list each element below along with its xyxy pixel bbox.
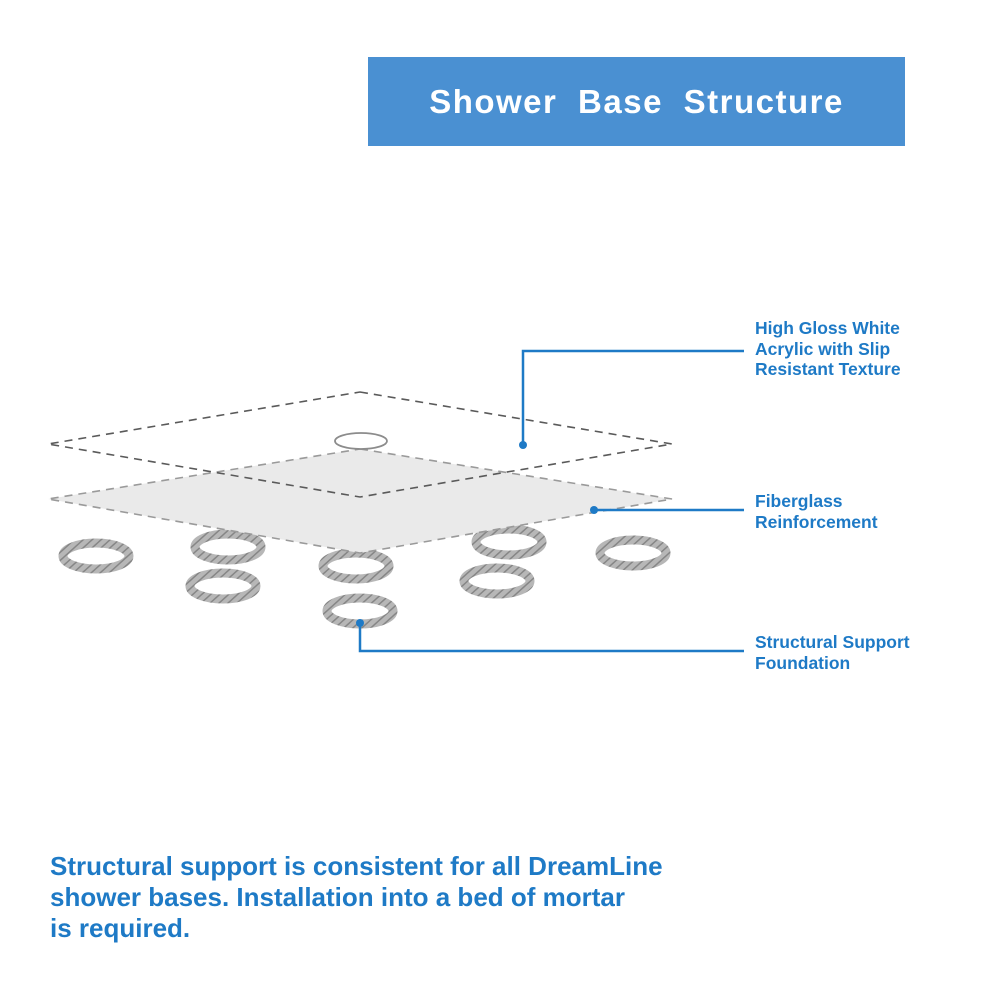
page-title: Shower Base Structure (429, 82, 844, 120)
fiberglass-layer (47, 448, 673, 554)
leader-line-support (358, 624, 744, 653)
footer-note: Structural support is consistent for all… (50, 851, 663, 943)
title-banner: Shower Base Structure (368, 57, 905, 146)
support-foot-ring (595, 535, 671, 571)
acrylic-top-layer (47, 391, 673, 498)
callout-acrylic-label: High Gloss White Acrylic with Slip Resis… (755, 318, 901, 379)
support-foot-ring (459, 563, 535, 599)
drain-hole (334, 432, 388, 450)
support-foot-ring (471, 524, 547, 560)
leader-dot-acrylic (519, 441, 527, 449)
support-foot-ring (318, 548, 394, 584)
callout-support-label: Structural Support Foundation (755, 632, 910, 673)
leader-line-acrylic (521, 349, 744, 443)
support-foot-ring (58, 538, 134, 574)
support-foot-ring (190, 529, 266, 565)
leader-dot-support (356, 619, 364, 627)
leader-dot-fiberglass (590, 506, 598, 514)
callout-fiberglass-label: Fiberglass Reinforcement (755, 491, 878, 532)
support-foot-ring (185, 568, 261, 604)
